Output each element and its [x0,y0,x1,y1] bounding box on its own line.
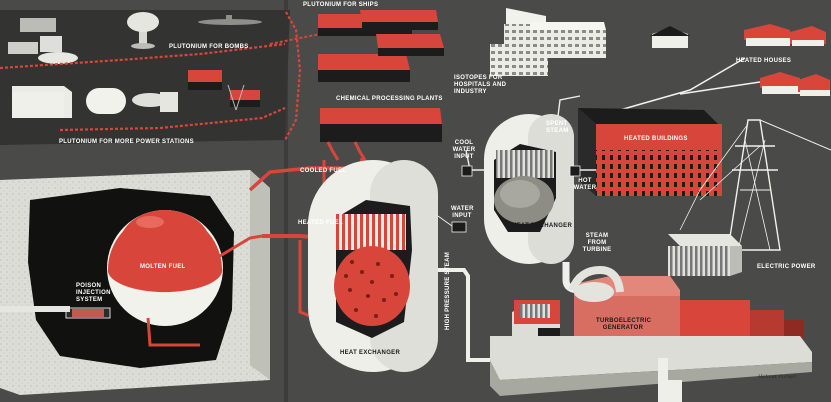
plutonium-facilities-area [0,10,331,145]
label-turboelectric-generator: TURBOELECTRIC GENERATOR [596,318,652,331]
label-chemical-processing-plants: CHEMICAL PROCESSING PLANTS [336,96,443,102]
label-high-pressure-steam: HIGH PRESSURE STEAM [445,251,451,330]
heated-buildings [578,108,722,196]
label-molten-fuel: MOLTEN FUEL [140,264,186,270]
heated-houses-cluster [619,24,830,111]
reactor-containment [0,170,270,395]
label-cooled-fuel: COOLED FUEL [300,168,347,174]
label-plutonium-for-bombs: PLUTONIUM FOR BOMBS [169,44,249,50]
artist-signature: Helmut Pursell [758,374,797,380]
small-heat-exchanger [484,114,574,264]
large-heat-exchanger [308,160,438,372]
turbogenerator [490,265,812,396]
mushroom-cloud [127,12,159,49]
submarine [198,15,262,25]
transformer [668,234,742,276]
chemical-processing-plants [318,10,444,161]
page-gutter [284,0,288,402]
water-input-valve [451,221,467,233]
label-heat-exchanger-large: HEAT EXCHANGER [340,350,401,356]
label-cool-water-input: COOL WATER INPUT [452,140,476,160]
label-steam-from-turbine: STEAM FROM TURBINE [582,233,612,253]
label-hot-water: HOT WATER [573,178,597,191]
label-heat-exchanger-small: HEAT EXCHANGER [512,223,573,229]
label-heated-houses: HEATED HOUSES [736,58,792,64]
label-electric-power: ELECTRIC POWER [757,264,816,270]
isotope-labs [490,8,606,76]
label-spent-steam: SPENT STEAM [546,121,569,134]
label-plutonium-for-power-stations: PLUTONIUM FOR MORE POWER STATIONS [59,139,194,145]
label-heated-fuel: HEATED FUEL [298,220,343,226]
label-heated-buildings: HEATED BUILDINGS [624,136,688,142]
label-poison-injection-system: POISON INJECTION SYSTEM [76,283,111,303]
label-plutonium-for-ships: PLUTONIUM FOR SHIPS [303,2,379,8]
label-water-input: WATER INPUT [451,206,474,219]
label-isotopes: ISOTOPES FOR HOSPITALS AND INDUSTRY [454,75,507,95]
power-pylon [679,119,831,251]
